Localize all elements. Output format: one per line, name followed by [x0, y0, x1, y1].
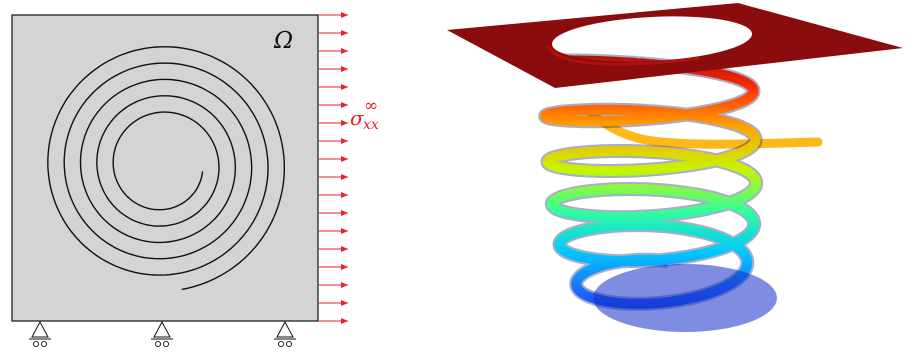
- helical-crack-3d: [537, 53, 777, 332]
- right-panel: [447, 3, 903, 332]
- domain-label: Ω: [273, 28, 293, 54]
- left-panel: Ω σ ∞ xx: [11, 12, 379, 348]
- support-triangle: [276, 320, 294, 338]
- coil-body: [539, 55, 762, 309]
- load-subscript: xx: [363, 117, 379, 133]
- roller-support: [29, 320, 51, 348]
- support-triangle: [153, 320, 171, 338]
- support-roller: [154, 340, 162, 348]
- support-roller: [285, 340, 293, 348]
- coil-base-shade: [593, 264, 777, 332]
- spiral-crack: [47, 46, 285, 291]
- load-symbol: σ: [350, 106, 365, 130]
- load-arrows: [318, 12, 348, 324]
- load-label: σ ∞ xx: [350, 96, 379, 133]
- supports: [29, 320, 296, 348]
- support-roller: [32, 340, 40, 348]
- support-roller: [162, 340, 170, 348]
- roller-support: [274, 320, 296, 348]
- load-superscript: ∞: [364, 96, 378, 116]
- support-roller: [40, 340, 48, 348]
- plate: [11, 14, 319, 322]
- roller-support: [151, 320, 173, 348]
- support-triangle: [31, 320, 49, 338]
- support-roller: [277, 340, 285, 348]
- top-plate: [447, 3, 903, 88]
- top-plate-hole-rim: [546, 45, 701, 66]
